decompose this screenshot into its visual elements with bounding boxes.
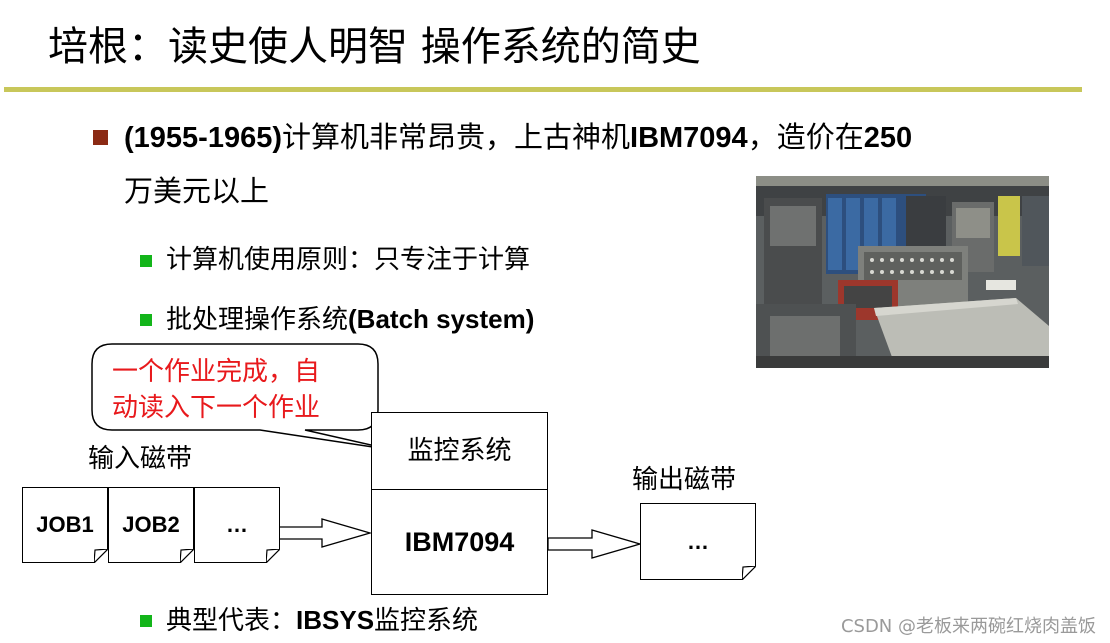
bullet-text-a: 计算机非常昂贵，上古神机 (282, 120, 631, 154)
sub-bullet-example: 典型代表：IBSYS监控系统 (166, 602, 478, 639)
sub-bullet-marker-1 (140, 255, 152, 267)
sub-bullet-rule: 计算机使用原则：只专注于计算 (166, 245, 531, 275)
main-bullet-line1: (1955-1965)计算机非常昂贵，上古神机IBM7094，造价在250 (124, 117, 912, 158)
title-underline (4, 87, 1082, 92)
output-tape-label: 输出磁带 (632, 465, 737, 495)
callout-bubble (91, 343, 394, 451)
watermark: CSDN @老板来两碗红烧肉盖饭 (840, 616, 1096, 637)
callout-line-1: 一个作业完成，自 (112, 357, 321, 387)
card-fold-corner (742, 566, 756, 580)
callout-line-2: 动读入下一个作业 (112, 393, 321, 423)
job-card-label: … (226, 512, 248, 537)
batch-prefix: 批处理操作系统 (166, 305, 349, 335)
job-card-label: JOB2 (122, 512, 180, 537)
card-fold-corner (266, 549, 280, 563)
job-card: JOB2 (108, 487, 194, 563)
monitor-label: 监控系统 (407, 436, 512, 466)
output-arrow (547, 529, 643, 559)
page-title: 培根：读史使人明智 操作系统的简史 (48, 24, 701, 70)
example-prefix: 典型代表： (166, 606, 297, 636)
monitor-section: 监控系统 (372, 413, 547, 490)
example-suffix: 监控系统 (374, 606, 479, 636)
batch-en: (Batch system) (348, 304, 535, 334)
example-bold: IBSYS (296, 605, 375, 635)
main-bullet-line2: 万美元以上 (124, 174, 270, 208)
output-tape-content: … (687, 528, 709, 554)
job-card: … (194, 487, 280, 563)
card-fold-corner (180, 549, 194, 563)
callout-text: 一个作业完成，自 动读入下一个作业 (112, 354, 320, 426)
bullet-years: (1955-1965) (124, 122, 282, 154)
sub-bullet-batch: 批处理操作系统(Batch system) (166, 301, 534, 338)
ibm7094-photo-art (756, 176, 1049, 368)
sub-bullet-marker-3 (140, 615, 152, 627)
machine-section: IBM7094 (372, 490, 547, 594)
bullet-text-b: ，造价在 (747, 120, 864, 154)
ibm7094-photo (756, 176, 1049, 368)
ibm7094-machine-box: 监控系统 IBM7094 (371, 412, 548, 595)
job-card-label: JOB1 (36, 512, 94, 537)
card-fold-corner (94, 549, 108, 563)
main-bullet-marker (93, 130, 108, 145)
input-arrow (278, 518, 373, 548)
bullet-model: IBM7094 (630, 122, 748, 154)
input-tape-label: 输入磁带 (88, 444, 193, 474)
machine-label: IBM7094 (404, 526, 515, 557)
sub-bullet-marker-2 (140, 314, 152, 326)
bullet-price: 250 (863, 122, 913, 154)
job-card: JOB1 (22, 487, 108, 563)
output-tape-card: … (640, 503, 756, 580)
